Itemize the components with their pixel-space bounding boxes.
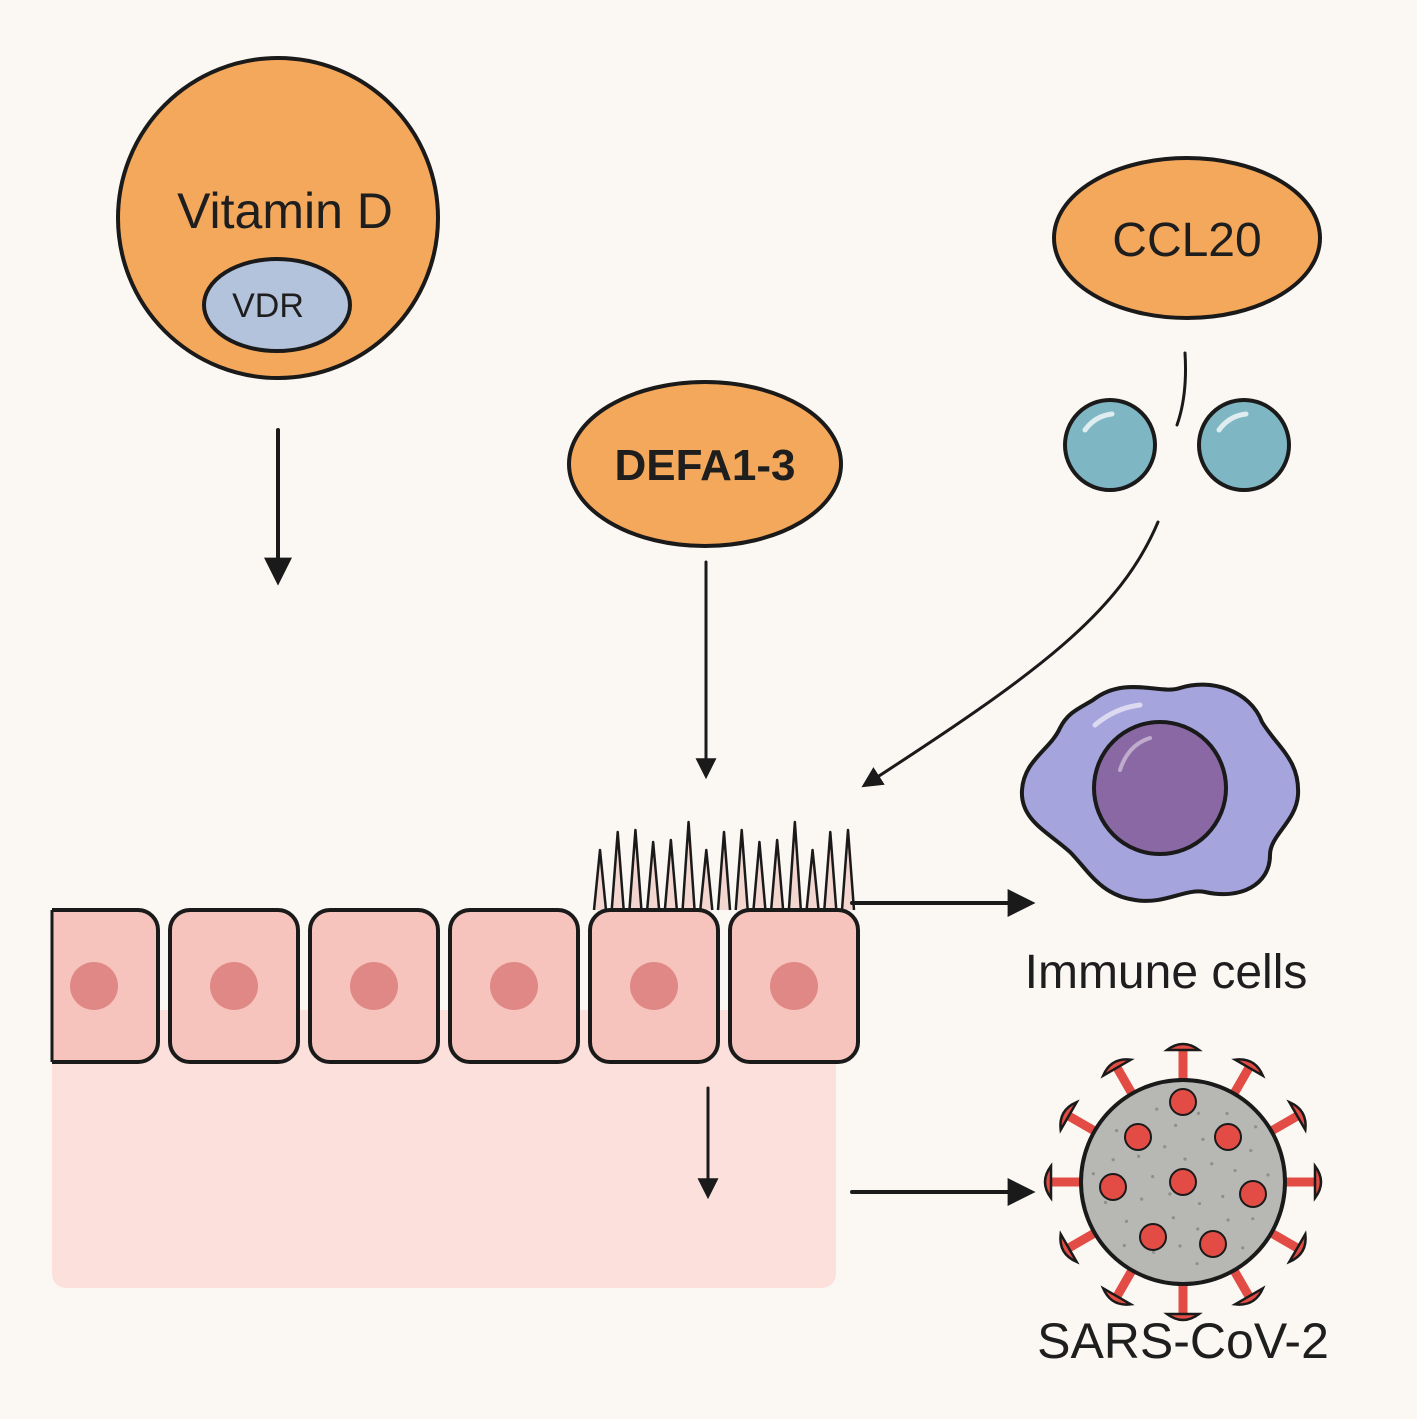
virus-speckle bbox=[1111, 1158, 1115, 1162]
immune-cell bbox=[1019, 682, 1301, 903]
vdr-label: VDR bbox=[232, 287, 304, 325]
virus-speckle bbox=[1178, 1244, 1182, 1248]
virus-speckle bbox=[1152, 1250, 1156, 1254]
virus-surface-protein bbox=[1169, 1168, 1197, 1196]
virus-speckle bbox=[1174, 1123, 1178, 1127]
virus-speckle bbox=[1168, 1192, 1172, 1196]
spike-head bbox=[1231, 1058, 1266, 1079]
cell-nucleus bbox=[770, 962, 818, 1010]
virus-speckle bbox=[1266, 1173, 1270, 1177]
spike-head bbox=[1043, 1162, 1053, 1202]
ccl20-bead-left bbox=[1063, 398, 1157, 492]
spike-head bbox=[1286, 1099, 1307, 1134]
spike-head bbox=[1100, 1285, 1135, 1306]
virus-speckle bbox=[1221, 1194, 1225, 1199]
immune-cell-nucleus bbox=[1092, 720, 1228, 856]
bead-highlight bbox=[1082, 411, 1115, 433]
epithelial-layer bbox=[0, 900, 860, 1075]
cilia bbox=[592, 820, 856, 911]
virus-surface-protein bbox=[1169, 1088, 1197, 1116]
spike-head bbox=[1286, 1230, 1307, 1265]
virus-speckle bbox=[1225, 1111, 1229, 1116]
virus-speckle bbox=[1122, 1243, 1126, 1248]
underlying-tissue bbox=[52, 1010, 836, 1288]
virus-speckle bbox=[1163, 1145, 1167, 1149]
virus-surface-protein bbox=[1214, 1123, 1242, 1151]
ccl20-dimer bbox=[1063, 398, 1291, 492]
virus-speckle bbox=[1197, 1201, 1202, 1206]
virus-speckle bbox=[1249, 1149, 1253, 1153]
vdr-receptor bbox=[202, 257, 352, 353]
nucleus-highlight bbox=[1118, 736, 1152, 772]
ccl20-ellipse bbox=[1052, 156, 1322, 320]
cell-nucleus bbox=[70, 962, 118, 1010]
virus-speckle bbox=[1140, 1197, 1144, 1201]
virus-speckle bbox=[1196, 1227, 1200, 1231]
ccl20-bead-right bbox=[1197, 398, 1291, 492]
spike-head bbox=[1100, 1058, 1135, 1079]
ccl20-stem bbox=[1175, 351, 1187, 427]
virus-speckle bbox=[1241, 1246, 1245, 1250]
cell-nucleus bbox=[350, 962, 398, 1010]
bead-highlight bbox=[1216, 411, 1249, 433]
cell-nucleus bbox=[630, 962, 678, 1010]
virus-speckle bbox=[1136, 1154, 1141, 1158]
virus-speckle bbox=[1091, 1172, 1095, 1176]
spike-head bbox=[1163, 1312, 1203, 1322]
virus-surface-protein bbox=[1139, 1223, 1167, 1251]
spike-head bbox=[1231, 1285, 1266, 1306]
virus-surface-protein bbox=[1124, 1123, 1152, 1151]
ccl20-node: CCL20 bbox=[1052, 156, 1322, 320]
vitamin-d-circle bbox=[116, 56, 440, 380]
defa-ellipse bbox=[567, 380, 843, 548]
defa-label: DEFA1-3 bbox=[615, 441, 796, 490]
virus-speckle bbox=[1226, 1218, 1230, 1222]
virus-speckle bbox=[1103, 1200, 1108, 1205]
ccl20-arrow bbox=[861, 520, 1160, 788]
spike-head bbox=[1313, 1162, 1323, 1202]
spike-head bbox=[1163, 1042, 1203, 1052]
virus-speckle bbox=[1195, 1261, 1199, 1266]
virus-surface-protein bbox=[1239, 1180, 1267, 1208]
virus-speckle bbox=[1114, 1128, 1119, 1133]
virus-surface-protein bbox=[1199, 1230, 1227, 1258]
virus-speckle bbox=[1201, 1137, 1205, 1141]
virus-speckle bbox=[1196, 1111, 1201, 1115]
cell-nucleus bbox=[490, 962, 538, 1010]
virus-speckle bbox=[1183, 1157, 1187, 1161]
sars-label: SARS-CoV-2 bbox=[1037, 1313, 1329, 1369]
defa-node: DEFA1-3 bbox=[567, 380, 843, 548]
virus-speckle bbox=[1251, 1217, 1255, 1221]
vitamin-d-node: Vitamin D VDR bbox=[116, 56, 440, 380]
virus-speckle bbox=[1233, 1168, 1237, 1173]
cilia-group bbox=[592, 820, 856, 911]
spike-head bbox=[1059, 1230, 1080, 1265]
ccl20-label: CCL20 bbox=[1112, 214, 1261, 267]
spike-head bbox=[1059, 1099, 1080, 1134]
virus-speckle bbox=[1210, 1162, 1214, 1166]
immune-cells-label: Immune cells bbox=[1025, 946, 1308, 999]
virus-speckle bbox=[1171, 1216, 1175, 1220]
cell-nucleus bbox=[210, 962, 258, 1010]
sars-cov-2-virion bbox=[1043, 1042, 1323, 1322]
virus-speckle bbox=[1254, 1125, 1258, 1129]
virus-speckle bbox=[1124, 1219, 1129, 1223]
virus-surface-protein bbox=[1099, 1173, 1127, 1201]
edge-mask bbox=[0, 900, 52, 1075]
virus-speckle bbox=[1151, 1175, 1155, 1179]
vitamin-d-label: Vitamin D bbox=[177, 183, 393, 239]
immune-cell-highlight bbox=[1092, 702, 1143, 728]
virus-speckle bbox=[1155, 1107, 1159, 1111]
